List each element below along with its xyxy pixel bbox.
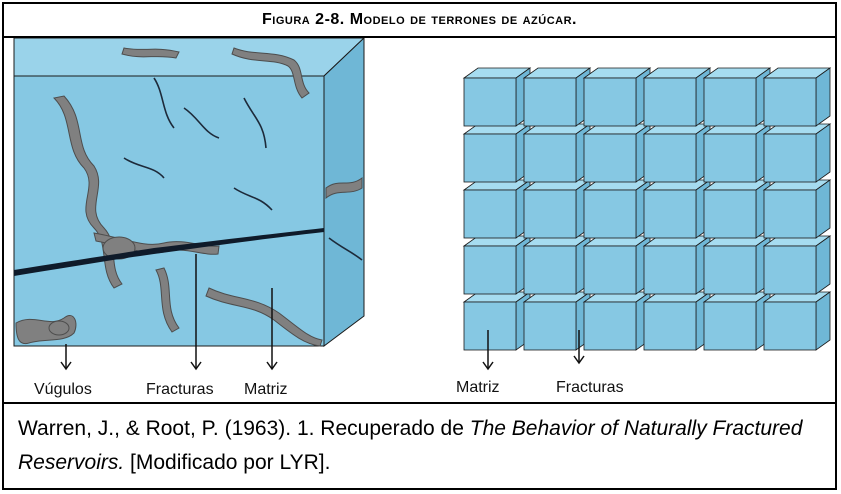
matrix-cube [462,123,532,183]
matrix-cube [702,235,772,295]
label-fractures-right: Fracturas [556,379,624,396]
matrix-cube [702,67,772,127]
cube-grid [462,67,832,351]
matrix-cube [522,179,592,239]
figure-illustration: Vúgulos Fracturas Matriz Matriz Fractura… [4,38,835,404]
matrix-cube [522,235,592,295]
matrix-cube [462,67,532,127]
matrix-cube [582,67,652,127]
block-top-face [13,38,365,77]
figure-title: Figura 2-8. Modelo de terrones de azúcar… [4,4,835,38]
vuggy-fractured-block: Vúgulos Fracturas Matriz [13,38,365,398]
hairline-fractures [123,77,363,261]
matrix-cube [642,235,712,295]
matrix-cube [702,123,772,183]
matrix-cube [642,67,712,127]
main-fracture [14,228,324,276]
label-matrix-right: Matriz [456,379,500,396]
matrix-cube [762,179,832,239]
caption-source-title: The Behavior of Naturally Fractured Rese… [18,417,803,474]
matrix-cube [642,123,712,183]
matrix-cube [522,291,592,351]
matrix-cube [582,291,652,351]
matrix-cube [582,123,652,183]
caption-text-1: Warren, J., & Root, P. (1963). 1. Recupe… [18,417,470,440]
matrix-cube [762,67,832,127]
matrix-cube [462,235,532,295]
caption-text-2: [Modificado por LYR]. [124,451,331,474]
sugar-cube-model: Matriz Fracturas [456,67,832,396]
figure-caption: Warren, J., & Root, P. (1963). 1. Recupe… [18,412,826,480]
label-vugs: Vúgulos [34,381,92,398]
matrix-cube [462,179,532,239]
matrix-cube [762,123,832,183]
matrix-cube [642,179,712,239]
matrix-cube [522,123,592,183]
matrix-cube [702,291,772,351]
label-matrix-left: Matriz [244,381,288,398]
right-arrows [482,330,585,371]
matrix-cube [762,291,832,351]
matrix-cube [462,291,532,351]
matrix-cube [522,67,592,127]
matrix-cube [582,235,652,295]
matrix-cube [582,179,652,239]
left-arrows [60,254,278,371]
matrix-cube [702,179,772,239]
matrix-cube [642,291,712,351]
matrix-cube [762,235,832,295]
label-fractures-left: Fracturas [146,381,214,398]
